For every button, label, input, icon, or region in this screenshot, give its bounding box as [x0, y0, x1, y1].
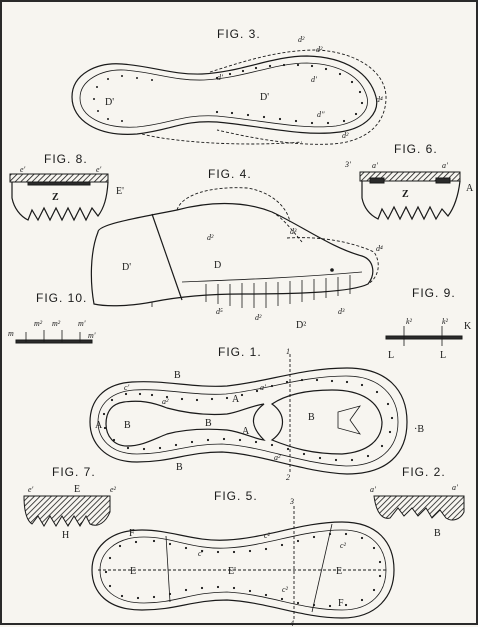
fig8-title: FIG. 8.	[44, 152, 88, 166]
fig4-label-d2: d²	[207, 233, 214, 242]
fig7-label-e1: e'	[28, 485, 34, 494]
fig1-label-b-bottom: B	[176, 462, 183, 473]
fig5-title: FIG. 5.	[214, 489, 258, 503]
fig4-label-d7: d³	[338, 307, 345, 316]
fig2-label-b: B	[434, 528, 441, 539]
figure-9: FIG. 9. K L L k² k²	[385, 286, 472, 361]
fig9-label-k2: k²	[442, 317, 449, 326]
fig4-label-d4: d⁴	[376, 244, 383, 253]
fig3-title: FIG. 3.	[217, 27, 261, 41]
fig4-label-d1: D'	[122, 262, 131, 273]
fig8-label-e1: E'	[116, 186, 124, 197]
fig8-label-z: Z	[52, 192, 59, 203]
fig2-label-a2: a'	[452, 483, 458, 492]
fig3-label-d1-left: D'	[105, 97, 114, 108]
fig9-label-l1: L	[388, 350, 394, 361]
fig10-label-m1: m'	[78, 319, 86, 328]
fig9-label-k1: k²	[406, 317, 413, 326]
fig7-label-e: E	[74, 484, 80, 495]
fig9-label-k: K	[464, 321, 472, 332]
fig1-label-e1: c'	[124, 383, 130, 392]
figure-8: FIG. 8. Z E' e' e'	[9, 152, 124, 222]
fig1-label-b-far: ·B	[414, 424, 424, 435]
fig5-label-f-top: F	[129, 528, 135, 539]
fig1-label-b-center: B	[205, 418, 212, 429]
fig5-label-c3: c²	[340, 541, 347, 550]
fig6-label-a: A	[466, 183, 474, 194]
fig4-title: FIG. 4.	[208, 167, 252, 181]
fig6-label-z: Z	[402, 189, 409, 200]
fig5-label-e-left: E	[130, 566, 136, 577]
fig4-label-d3: d³	[290, 227, 297, 236]
fig1-label-b-top: B	[174, 370, 181, 381]
fig5-label-c2: c²	[264, 531, 271, 540]
fig5-label-c4: c²	[282, 585, 289, 594]
fig4-label-d6: d²	[255, 313, 262, 322]
fig4-label-d5: d⁵	[216, 307, 223, 316]
fig5-label-n3: 3	[289, 497, 294, 506]
fig10-label-m3: m²	[52, 319, 61, 328]
fig1-label-a-left: A	[95, 420, 103, 431]
fig5-label-e1: E'	[228, 566, 236, 577]
fig3-label-d4: d⁴	[376, 95, 383, 104]
fig1-title: FIG. 1.	[218, 345, 262, 359]
fig9-label-l2: L	[440, 350, 446, 361]
fig3-label-d2-lower: d²	[342, 131, 349, 140]
fig7-title: FIG. 7.	[52, 465, 96, 479]
fig1-label-b-right: B	[308, 412, 315, 423]
fig10-title: FIG. 10.	[36, 291, 87, 305]
figure-5: FIG. 5. 3 4 F F E E' E c' c²	[91, 489, 395, 627]
fig1-label-n1: 1	[286, 347, 290, 356]
figure-2: FIG. 2. B a' a'	[370, 465, 465, 539]
fig1-label-n2: 2	[286, 473, 290, 482]
fig4-label-D: D	[214, 260, 221, 271]
fig3-label-d1-b: d'	[311, 75, 317, 84]
fig3-label-d1-center: D'	[260, 92, 269, 103]
fig2-title: FIG. 2.	[402, 465, 446, 479]
fig1-label-a-right: a'	[260, 383, 266, 392]
fig10-label-m: m	[8, 329, 14, 338]
fig6-label-s1: 3'	[344, 160, 351, 169]
fig5-label-f-bottom: F	[338, 598, 344, 609]
fig6-label-a2: a'	[442, 161, 448, 170]
fig1-label-a-low: A	[242, 426, 250, 437]
fig8-label-e3: e'	[96, 165, 102, 174]
fig1-label-e2: a²	[162, 397, 169, 406]
figure-4: FIG. 4. D' d² D d³ d⁴ D² d⁵ d² d³	[90, 167, 383, 331]
fig6-title: FIG. 6.	[394, 142, 438, 156]
fig5-label-e-right: E	[336, 566, 342, 577]
figure-1: FIG. 1. B B B B B A A A ·B	[89, 345, 424, 482]
fig1-label-e3: a²	[274, 453, 281, 462]
fig1-label-a-mid: A	[232, 394, 240, 405]
fig9-title: FIG. 9.	[412, 286, 456, 300]
fig3-label-d1-a: d'	[217, 73, 223, 82]
figure-6: FIG. 6. Z A 3' a' a'	[344, 142, 474, 221]
fig5-label-n4: 4	[290, 619, 294, 627]
fig7-label-e2: e²	[110, 485, 117, 494]
fig10-label-m2: m²	[34, 319, 43, 328]
fig8-label-e2: e'	[20, 165, 26, 174]
fig5-label-c1: c'	[198, 549, 204, 558]
fig4-label-D2: D²	[296, 320, 306, 331]
fig2-label-a1: a'	[370, 485, 376, 494]
figure-10: FIG. 10. m m² m² m' m'	[8, 291, 96, 344]
fig3-label-d2-mid: d''	[317, 110, 325, 119]
figure-7: FIG. 7. E H e' e²	[23, 465, 117, 541]
fig6-label-a1: a'	[372, 161, 378, 170]
fig10-label-m4: m'	[88, 331, 96, 340]
fig7-label-h: H	[62, 530, 69, 541]
fig3-label-d2-top: d²	[298, 35, 305, 44]
fig3-label-d2-right: d²	[316, 45, 323, 54]
fig1-label-b-left: B	[124, 420, 131, 431]
figure-3: FIG. 3. D' D' d² d² d' d' d⁴ d'' d²	[71, 27, 387, 145]
